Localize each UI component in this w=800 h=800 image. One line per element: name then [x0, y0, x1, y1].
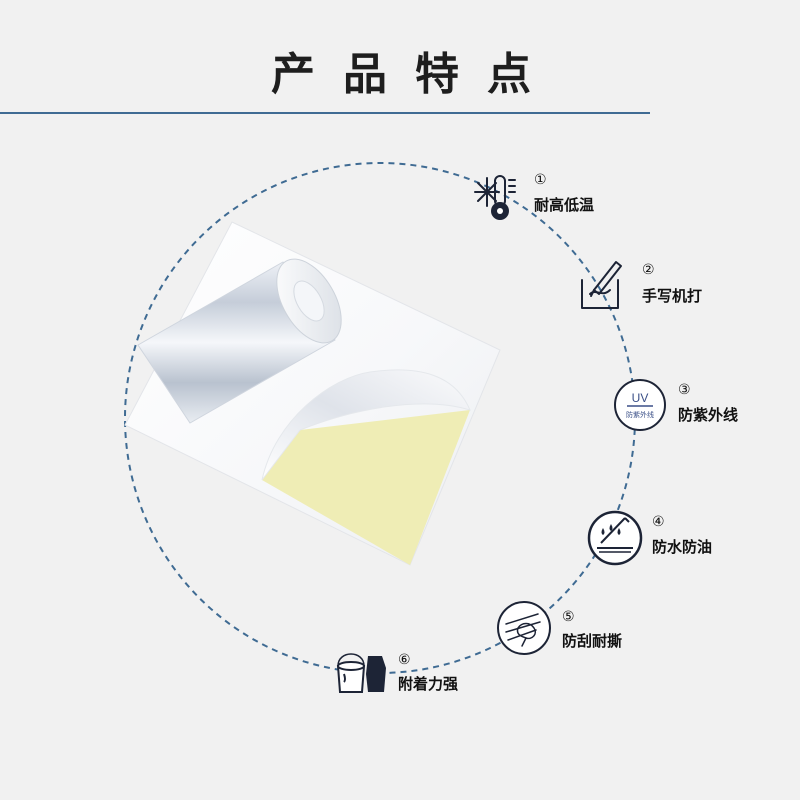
feature-5-label: 防刮耐撕 — [562, 632, 623, 650]
feature-3-label: 防紫外线 — [678, 406, 739, 424]
label-sheet-illustration — [124, 221, 501, 566]
page-title: 产品特点 — [271, 49, 559, 100]
feature-6-label: 附着力强 — [398, 675, 459, 693]
uv-badge-bottom-text: 防紫外线 — [626, 410, 654, 419]
label-roll — [137, 258, 342, 424]
title-divider — [0, 112, 650, 114]
feature-4-label: 防水防油 — [652, 538, 713, 556]
uv-badge-top-text: UV — [632, 391, 649, 405]
peeled-corner — [261, 369, 471, 481]
water-drops-icon — [587, 510, 643, 566]
feature-2-label: 手写机打 — [642, 287, 703, 305]
feature-1-number: ① — [534, 172, 547, 188]
uv-badge-icon: UV 防紫外线 — [614, 379, 666, 431]
feature-4-number: ④ — [652, 514, 665, 530]
scratch-hand-icon — [497, 601, 551, 655]
feature-6-number: ⑥ — [398, 652, 411, 668]
thermometer-snowflake-icon — [474, 175, 516, 220]
feature-2-number: ② — [642, 262, 655, 278]
feature-3-number: ③ — [678, 382, 691, 398]
feature-5-number: ⑤ — [562, 609, 575, 625]
yellow-liner — [262, 410, 470, 565]
paint-bucket-glove-icon — [336, 653, 386, 693]
feature-1-label: 耐高低温 — [534, 196, 595, 214]
pen-writing-icon — [581, 261, 622, 309]
